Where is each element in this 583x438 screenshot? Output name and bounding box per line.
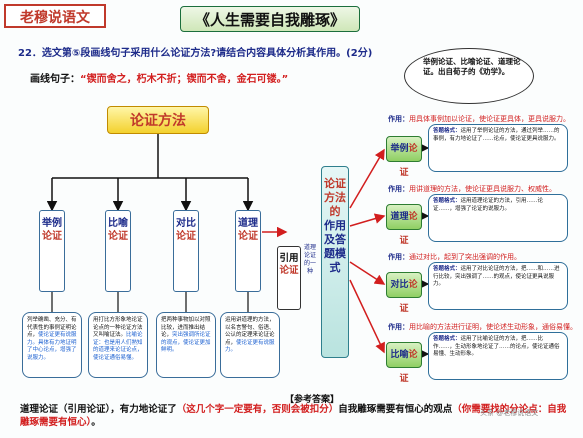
category-reasoning-box: 道理 论证 [235,210,261,292]
answer-part-1: 道理论证（引用论证），有力地论证了 [20,404,177,415]
underlined-sentence: 画线句子：“锲而舍之，朽木不折；锲而不舍，金石可镂。” [30,70,410,85]
answer-format-reasoning: 答题格式：运用道理论证的方法，引用……论证……，增强了论证的说服力。 [428,194,568,242]
usage-metaphor: 作用：用比喻的方法进行证明，使论述生动形象，通俗易懂。 [388,322,577,332]
usage-key: 作用： [388,323,409,331]
question-text: 22．选文第⑤段画线句子采用什么论证方法?请结合内容具体分析其作用。(2分) [18,48,373,59]
hint-bubble: 举例论证、比喻论证、道理论证。出自荀子的《劝学》。 [404,48,534,104]
category-name: 论证 [108,231,128,242]
method-name: 论证 [399,280,418,314]
method-label: 道理 [390,212,409,222]
method-arrow-3 [349,261,386,285]
category-name: 论证 [176,231,196,242]
category-name: 论证 [42,231,62,242]
methods-line-1: 论证方法的 [324,177,346,218]
panel-key: 答题格式： [433,128,461,134]
desc-rest: 比喻论证：也是用人们熟知的道理来论证论点，使论证通俗易懂。 [93,332,143,361]
sentence-label: 画线句子： [30,74,80,85]
answer-hint-1: （这几个字一定要有，否则会被扣分） [176,404,339,415]
desc-lead: 列举确凿、充分、有代表性的事例证明论点， [27,317,77,338]
method-label: 对比 [390,280,409,290]
method-label: 举例 [390,144,409,154]
quote-name: 论证 [279,265,299,276]
usage-key: 作用： [388,253,409,261]
usage-text: 用讲道理的方法，使论证更具说服力、权威性。 [409,185,556,193]
usage-reasoning: 作用：用讲道理的方法，使论证更具说服力、权威性。 [388,184,556,194]
desc-rest: 使论证更有说服力。具体有力地证明了中心论点，增强了说服力。 [27,332,77,361]
usage-key: 作用： [388,115,409,123]
category-title: 比喻 [108,218,128,229]
usage-contrast: 作用：通过对比，起到了突出强调的作用。 [388,252,521,262]
category-desc-contrast: 把两种事物加以对照比较，进而推出结论，突出强调所论证的观点，使论证更加鲜明。 [156,312,216,378]
category-name: 论证 [238,231,258,242]
answer-hint-2: （你需要找的分论点：自我雕琢需要有恒心） [20,404,567,428]
method-name: 论证 [399,350,418,384]
category-metaphor-box: 比喻 论证 [105,210,131,292]
answer-format-metaphor: 答题格式：运用了比喻论证的方法，把……比作……，生动形象地论证了……的论点，使论… [428,332,568,380]
usage-text: 用具体事例加以论证，使论证更具体，更具说服力。 [409,115,570,123]
desc-rest: 使论证更有说服力。 [225,339,275,354]
panel-text: 运用了比喻论证的方法，把……比作……，生动形象地论证了……的论点，使论证通俗易懂… [433,336,560,357]
method-name: 论证 [399,144,418,178]
category-desc-metaphor: 用打比方形象地论证论点的一种论证方法又叫喻证法。比喻论证：也是用人们熟知的道理来… [88,312,148,378]
answer-format-contrast: 答题格式：运用了对比论证的方法，把……和……进行比较，突出强调了……的观点，使论… [428,262,568,310]
quote-side-note: 道理论证的一种 [304,244,317,275]
panel-key: 答题格式： [433,198,461,204]
category-example-box: 举例 论证 [39,210,65,292]
category-desc-reasoning: 运用讲道理的方法，以名言警句、俗语、公认的定理来论证论点，使论证更有说服力。 [220,312,280,378]
answer-end: 。 [91,417,101,428]
panel-text: 运用道理论证的方法，引用……论证……，增强了论证的说服力。 [433,198,544,212]
methods-role-box: 论证方法的 作用 及答题模式 [321,166,349,358]
category-title: 对比 [176,218,196,229]
usage-text: 通过对比，起到了突出强调的作用。 [409,253,521,261]
desc-rest: 突出强调所论证的观点，使论证更加鲜明。 [161,332,211,353]
desc-lead: 用打比方形象地论证论点的一种论证方法又叫喻证法。 [93,317,143,338]
methods-line-3: 及答题模式 [324,233,346,274]
desc-lead: 运用讲道理的方法，以名言警句、俗语、公认的定理来论证论点， [225,317,275,346]
category-title: 道理 [238,218,258,229]
panel-key: 答题格式： [433,266,461,272]
method-example-box: 举例论证 [386,136,422,178]
quote-title: 引用 [279,253,299,264]
category-contrast-box: 对比 论证 [173,210,199,292]
method-reasoning-box: 道理论证 [386,204,422,246]
quote-argument-box: 引用 论证 [277,246,301,310]
page-title: 《人生需要自我雕琢》 [180,6,360,32]
method-contrast-box: 对比论证 [386,272,422,314]
method-label: 比喻 [390,350,409,360]
brand-logo: 老穆说语文 [4,4,106,28]
category-desc-example: 列举确凿、充分、有代表性的事例证明论点，使论证更有说服力。具体有力地证明了中心论… [22,312,82,378]
sentence-quote: “锲而舍之，朽木不折；锲而不舍，金石可镂。” [80,74,289,85]
logic-methods-box: 论证方法 [107,106,209,134]
desc-lead: 把两种事物加以对照比较，进而推出结论， [161,317,211,338]
methods-line-2: 作用 [324,219,346,232]
method-metaphor-box: 比喻论证 [386,342,422,384]
answer-format-example: 答题格式：运用了举例论证的方法，通过列举……的事例，有力地论证了……论点，使论证… [428,124,568,172]
category-title: 举例 [42,218,62,229]
usage-text: 用比喻的方法进行证明，使论述生动形象，通俗易懂。 [409,323,577,331]
method-arrow-1 [349,148,385,209]
reference-answer-text: 道理论证（引用论证），有力地论证了（这几个字一定要有，否则会被扣分）自我雕琢需要… [20,403,570,429]
method-arrow-4 [349,279,385,354]
method-arrow-2 [349,213,386,227]
reference-answer-heading: 【参考答案】 [284,395,339,405]
usage-example: 作用：用具体事例加以论证，使论证更具体，更具说服力。 [388,114,570,124]
panel-text: 运用了举例论证的方法，通过列举……的事例，有力地论证了……论点，使论证更具说服力… [433,128,560,142]
method-name: 论证 [399,212,418,246]
watermark: 头条 @老穆说语文 [480,409,539,417]
usage-key: 作用： [388,185,409,193]
panel-key: 答题格式： [433,336,461,342]
panel-text: 运用了对比论证的方法，把……和……进行比较，突出强调了……的观点，使论证更具说服… [433,266,560,287]
answer-part-2: 自我雕琢需要有恒心的观点 [338,404,453,415]
